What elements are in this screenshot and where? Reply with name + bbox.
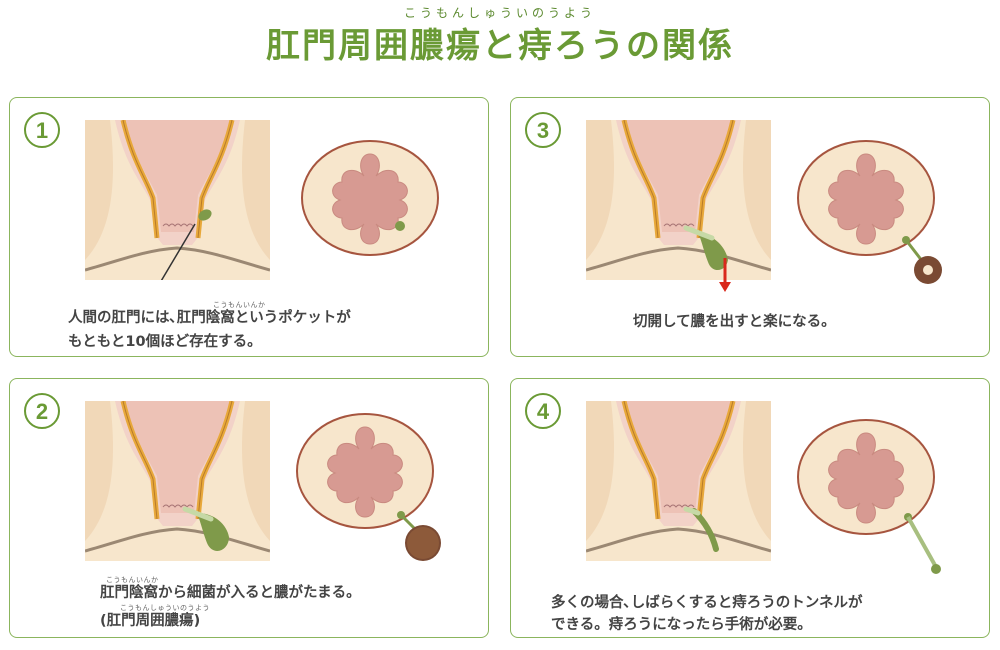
step-number-3: 3 [525,112,561,148]
anal-section-illustration [85,401,270,561]
panel-step-3: 3 切開して膿を出すと楽になる。 [510,97,990,357]
caption-line-2: (肛門周囲膿瘍) [100,613,201,629]
step-number-2: 2 [24,393,60,429]
step-number-1: 1 [24,112,60,148]
step-number-4: 4 [525,393,561,429]
anal-cross-section-illustration [300,138,440,258]
caption-ruby: こうもんいんか [213,301,266,309]
panel-step-1: 1 こうもんいんか 人間の肛門には､肛門陰窩というポケットが もともと10個ほど… [9,97,489,357]
panel-step-2: 2 こうもんいんか 肛門陰窩から細菌が入ると膿がたまる。 こうもんしゅういのうよ… [9,378,489,638]
caption-line-1: 切開して膿を出すと楽になる。 [633,314,836,330]
caption-line-2: できる。痔ろうになったら手術が必要。 [551,617,812,633]
anal-cross-section-illustration [797,140,942,284]
caption-line-2: もともと10個ほど存在する。 [68,334,262,350]
incision-arrow-icon [719,258,731,292]
panel-step-4: 4 多くの場合､しばらくすると痔ろうのトンネルが できる。痔ろうになったら手術が… [510,378,990,638]
anal-section-illustration [586,401,771,561]
anal-cross-section-illustration [797,419,941,574]
caption-ruby: こうもんしゅういのうよう [120,604,210,612]
title-ruby: こうもんしゅういのうよう [403,6,596,20]
page-title: 肛門周囲膿瘍と痔ろうの関係 [266,26,734,66]
caption-ruby: こうもんいんか [106,576,159,584]
anal-section-illustration [586,120,771,280]
caption-line-1: 人間の肛門には､肛門陰窩というポケットが [68,310,351,326]
caption-line-1: 多くの場合､しばらくすると痔ろうのトンネルが [551,595,863,611]
caption-line-1: 肛門陰窩から細菌が入ると膿がたまる。 [100,585,361,601]
anal-section-illustration [85,120,270,280]
anal-cross-section-illustration [296,413,441,561]
